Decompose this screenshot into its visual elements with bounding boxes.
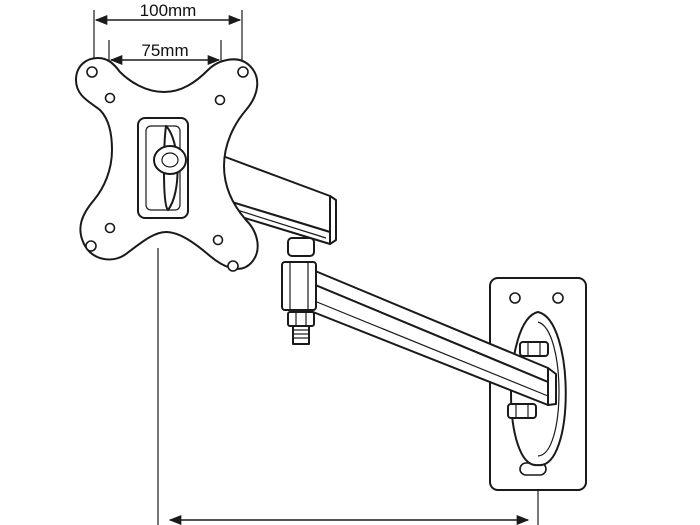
- dimension-label-100mm: 100mm: [140, 1, 197, 20]
- vesa-head-plate: [75, 57, 259, 272]
- dimension-label-75mm: 75mm: [141, 41, 188, 60]
- lower-arm: [307, 267, 557, 406]
- upper-arm: [211, 151, 337, 245]
- middle-joint: [281, 237, 317, 345]
